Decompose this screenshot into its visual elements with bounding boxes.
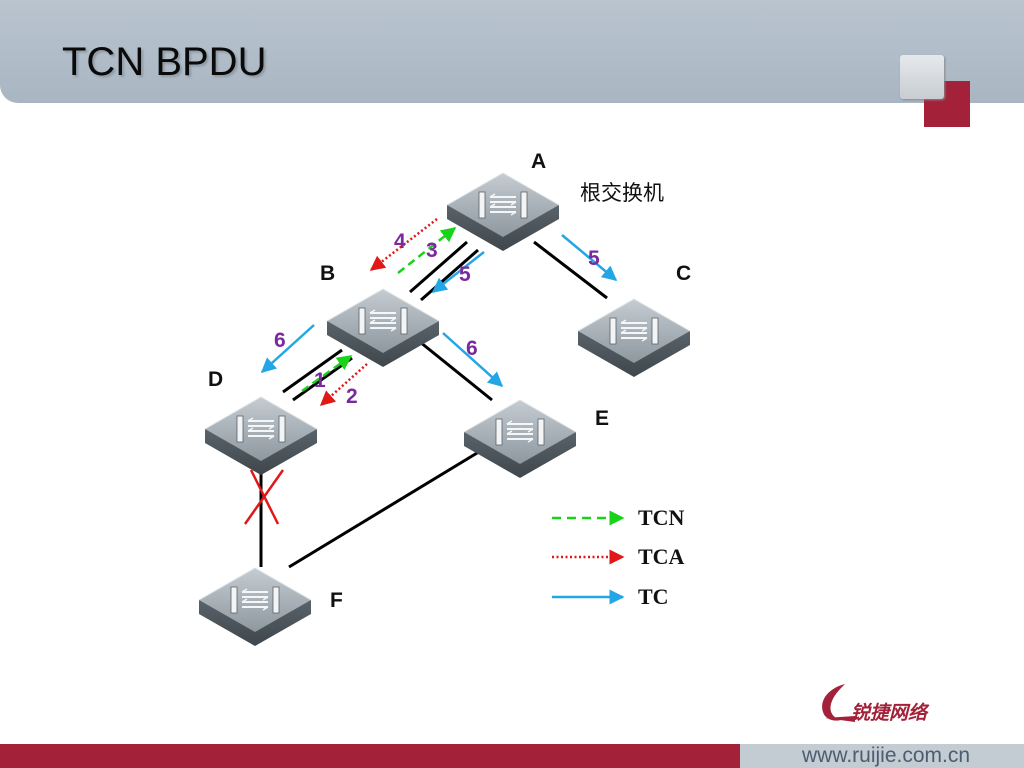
decor-gray-square	[900, 55, 944, 99]
arrow-tc-a-c	[561, 234, 618, 281]
arrow-tc-b-d	[260, 324, 315, 374]
node-label-b: B	[320, 262, 335, 285]
arrow-tca-b-d	[319, 363, 368, 406]
step-2: 2	[346, 385, 358, 408]
step-4: 4	[394, 230, 406, 253]
node-label-c: C	[676, 262, 691, 285]
node-label-d: D	[208, 368, 223, 391]
step-1: 1	[314, 369, 326, 392]
step-5-ac: 5	[588, 247, 600, 270]
switch-a	[446, 172, 560, 252]
legend-tcn-label: TCN	[638, 505, 685, 530]
arrow-tc-a-b	[431, 251, 485, 293]
ruijie-logo: 锐捷网络	[822, 684, 930, 724]
legend-tca-label: TCA	[638, 544, 685, 569]
node-label-e: E	[595, 407, 609, 430]
link-e-f	[288, 448, 483, 569]
message-arrows	[260, 218, 618, 406]
logo-text: 锐捷网络	[851, 702, 930, 724]
step-numbers: 1 2 3 4 5 5 6 6	[274, 230, 600, 408]
root-switch-label: 根交换机	[580, 181, 664, 205]
step-6-bd: 6	[274, 329, 286, 352]
link-b-d	[282, 348, 343, 394]
step-3: 3	[426, 239, 438, 262]
link-b-e	[419, 340, 493, 402]
step-6-be: 6	[466, 337, 478, 360]
link-a-b	[409, 240, 468, 294]
legend-tc-label: TC	[638, 584, 669, 609]
switch-e	[463, 399, 577, 479]
node-label-a: A	[531, 150, 546, 173]
title-bar: TCN BPDU	[0, 0, 1024, 103]
blocked-link-marker	[243, 469, 285, 525]
link-a-c	[533, 240, 608, 300]
node-label-f: F	[330, 589, 343, 612]
arrow-tcn-d-b	[301, 354, 353, 393]
switch-d	[204, 396, 318, 476]
footer-bar-red	[0, 744, 740, 768]
switch-c	[577, 298, 691, 378]
slide-title: TCN BPDU	[62, 40, 267, 84]
arrow-tca-a-b	[369, 218, 438, 271]
step-5-ab: 5	[459, 263, 471, 286]
arrow-tc-b-e	[442, 332, 504, 388]
footer-bar-gray	[740, 744, 1024, 768]
legend: TCN TCA TC	[552, 505, 685, 609]
switch-f	[198, 567, 312, 647]
footer-url: www.ruijie.com.cn	[802, 744, 971, 767]
link-a-b-2	[420, 248, 479, 302]
